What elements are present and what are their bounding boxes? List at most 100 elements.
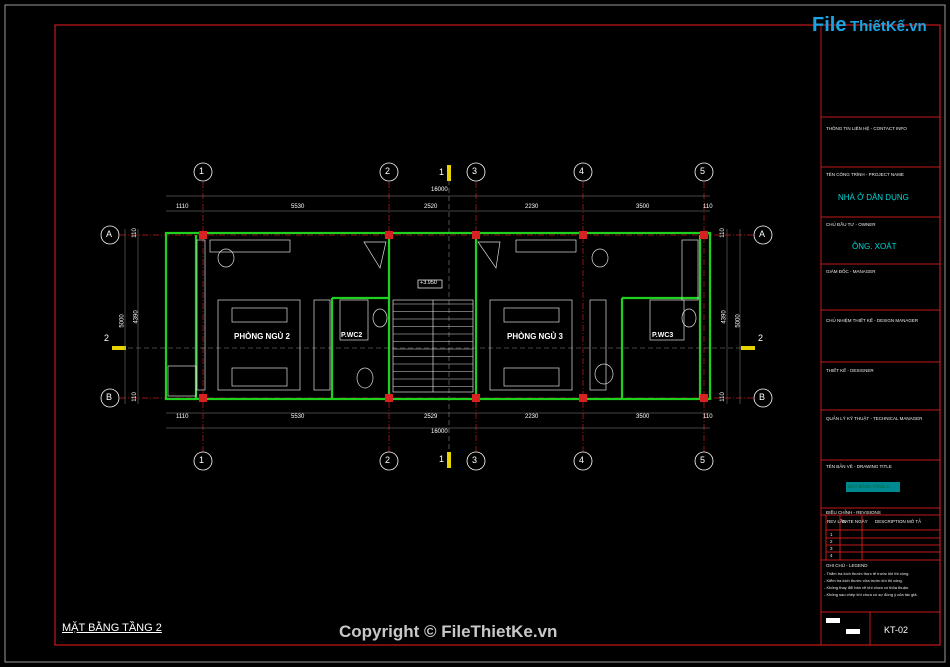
grid-bubble-2-bottom (379, 451, 399, 471)
grid-bubble-B-left (100, 388, 120, 408)
section-mark-label: 2 (758, 333, 764, 343)
outer-frame (4, 4, 946, 663)
rev-row: 2 (830, 539, 833, 544)
project-name-label: TÊN CÔNG TRÌNH - PROJECT NAME (826, 172, 904, 177)
grid-axis-label-2-top: 2 (385, 166, 391, 176)
grid-bubble-4-top (573, 162, 593, 182)
grid-bubble-1-top (193, 162, 213, 182)
room-label-bedroom-3: PHÒNG NGỦ 3 (507, 332, 564, 341)
grid-axis-label-A-right: A (759, 229, 766, 239)
rev-row: 4 (830, 553, 833, 558)
note-line: - Không sao chép khi chưa có sự đồng ý c… (824, 592, 918, 597)
drawing-title-highlight (846, 482, 900, 492)
rev-row: 1 (830, 532, 833, 537)
grid-bubble-3-bottom (466, 451, 486, 471)
column-marker (579, 231, 587, 239)
dimension-label: 5000 (735, 314, 742, 328)
copyright-watermark: Copyright © FileThietKe.vn (339, 622, 558, 641)
dimension-label: 3500 (636, 204, 650, 210)
title-block-frame (820, 24, 941, 646)
dimension-label: 2230 (525, 204, 539, 210)
sheet-border (54, 24, 941, 646)
notes-label: GHI CHÚ - LEGEND (826, 563, 868, 568)
grid-axis-label-4-bottom: 4 (579, 455, 585, 465)
dimension-label: 110 (131, 228, 138, 238)
grid-bubble-A-right (753, 225, 773, 245)
rev-col-date: DATE NGÀY (842, 519, 868, 524)
owner-name: ÔNG. XOÁT (852, 242, 897, 251)
room-label-wc-2: P.WC2 (341, 332, 363, 339)
note-line: - Thẩm tra kích thước thực tế trước khi … (824, 571, 910, 576)
column-marker (472, 394, 480, 402)
dimension-label: 5530 (291, 204, 305, 210)
drawing-title: MẶT BẰNG TẦNG 2 (848, 484, 889, 489)
project-name: NHÀ Ở DÂN DỤNG (838, 193, 909, 202)
dimension-label: 110 (719, 228, 726, 238)
grid-bubble-4-bottom (573, 451, 593, 471)
section-markers (112, 165, 755, 468)
grid-axis-label-A-left: A (106, 229, 113, 239)
grid-bubble-A-left (100, 225, 120, 245)
section-mark-label: 2 (104, 333, 110, 343)
section-mark-label: 1 (439, 167, 445, 177)
dimension-label: 110 (703, 204, 713, 210)
grid-axis-label-5-top: 5 (700, 166, 706, 176)
sheet-number: KT-02 (884, 625, 909, 635)
section-mark-label: 1 (439, 454, 445, 464)
dimension-label: 110 (703, 414, 713, 420)
column-marker (199, 394, 207, 402)
grid-axis-label-3-bottom: 3 (472, 455, 478, 465)
structural-columns (199, 231, 708, 402)
logo-brand-text: ThiếtKế.vn (850, 18, 927, 35)
walls (164, 231, 712, 401)
room-label-wc-3: P.WC3 (652, 332, 674, 339)
design-head-label: CHỦ NHIỆM THIẾT KẾ - DESIGN MANAGER (826, 318, 919, 323)
dimension-label: 4390 (133, 310, 140, 324)
grid-bubble-B-right (753, 388, 773, 408)
grid-bubble-5-top (694, 162, 714, 182)
company-info-label: THÔNG TIN LIÊN HỆ - CONTACT INFO (826, 126, 907, 131)
grid-bubbles (100, 162, 773, 471)
rev-col-desc: DESCRIPTION MÔ TẢ (875, 519, 922, 524)
grid-axis-label-1-bottom: 1 (199, 455, 205, 465)
column-marker (472, 231, 480, 239)
dimension-label: 16000 (431, 429, 448, 435)
dimension-label: 1110 (176, 204, 189, 210)
technical-label: QUẢN LÝ KỸ THUẬT - TECHNICAL MANAGER (826, 416, 923, 421)
column-marker (385, 231, 393, 239)
dimension-label: 2529 (424, 414, 438, 420)
dimension-label: 5000 (119, 314, 126, 328)
dimension-label: 1110 (176, 414, 189, 420)
column-marker (199, 231, 207, 239)
grid-bubble-5-bottom (694, 451, 714, 471)
grid-axis-label-B-right: B (759, 392, 766, 402)
dimension-label: 5530 (291, 414, 305, 420)
stair-treads (393, 303, 473, 387)
section-lines (120, 180, 755, 455)
logo-file-text: File (812, 14, 847, 36)
filethietke-logo: File ThiếtKế.vn (812, 14, 927, 42)
dimension-label: 2230 (525, 414, 539, 420)
furniture (167, 239, 699, 397)
scale-bar-icon (846, 629, 860, 634)
designer-label: THIẾT KẾ - DESIGNER (826, 368, 874, 373)
grid-axis-label-4-top: 4 (579, 166, 585, 176)
level-mark-box (417, 279, 443, 289)
dimension-label: 2520 (424, 204, 438, 210)
dimension-label: 3500 (636, 414, 650, 420)
grid-axis-label-1-top: 1 (199, 166, 205, 176)
revision-label: ĐIỀU CHỈNH - REVISIONS (826, 510, 881, 515)
grid-bubble-3-top (466, 162, 486, 182)
grid-lines (120, 182, 755, 452)
director-label: GIÁM ĐỐC - MANAGER (826, 269, 876, 274)
drawing-title-label: TÊN BẢN VẼ - DRAWING TITLE (826, 464, 892, 469)
grid-axis-label-2-bottom: 2 (385, 455, 391, 465)
column-marker (700, 394, 708, 402)
grid-axis-label-5-bottom: 5 (700, 455, 706, 465)
note-line: - Kiểm tra kích thước cửa trước khi thi … (824, 578, 903, 583)
grid-bubble-2-top (379, 162, 399, 182)
grid-bubble-1-bottom (193, 451, 213, 471)
rev-row: 3 (830, 546, 833, 551)
plan-title: MẶT BẰNG TẦNG 2 (62, 622, 162, 634)
room-label-bedroom-2: PHÒNG NGỦ 2 (234, 332, 291, 341)
